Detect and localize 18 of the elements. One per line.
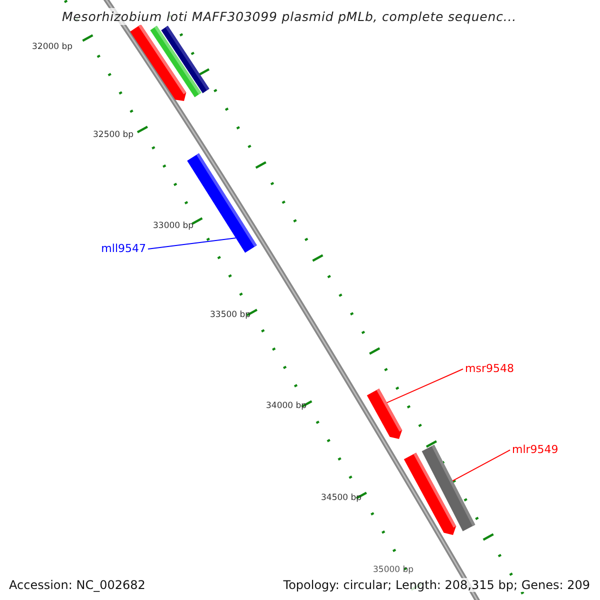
accession-text: Accession: NC_002682 xyxy=(9,578,146,592)
gene-label: mll9547 xyxy=(101,243,146,254)
position-label: 32000 bp xyxy=(32,43,73,52)
position-label: 33000 bp xyxy=(153,222,194,230)
position-label: 35000 bp xyxy=(373,566,414,574)
summary-text: Topology: circular; Length: 208,315 bp; Genes: 209 xyxy=(283,578,590,592)
position-label: 34000 bp xyxy=(266,402,307,410)
position-label: 33500 bp xyxy=(210,311,251,320)
position-label: 32500 bp xyxy=(93,131,134,140)
gene-label: mlr9549 xyxy=(512,444,558,455)
leader-line xyxy=(452,450,510,482)
gene-arrow xyxy=(366,388,402,439)
position-label: 34500 bp xyxy=(321,494,362,502)
leader-line xyxy=(148,238,236,250)
gene-label: msr9548 xyxy=(465,363,514,374)
leader-line xyxy=(386,368,464,404)
gene-arrow xyxy=(161,26,210,94)
gene-arrow xyxy=(422,444,476,532)
